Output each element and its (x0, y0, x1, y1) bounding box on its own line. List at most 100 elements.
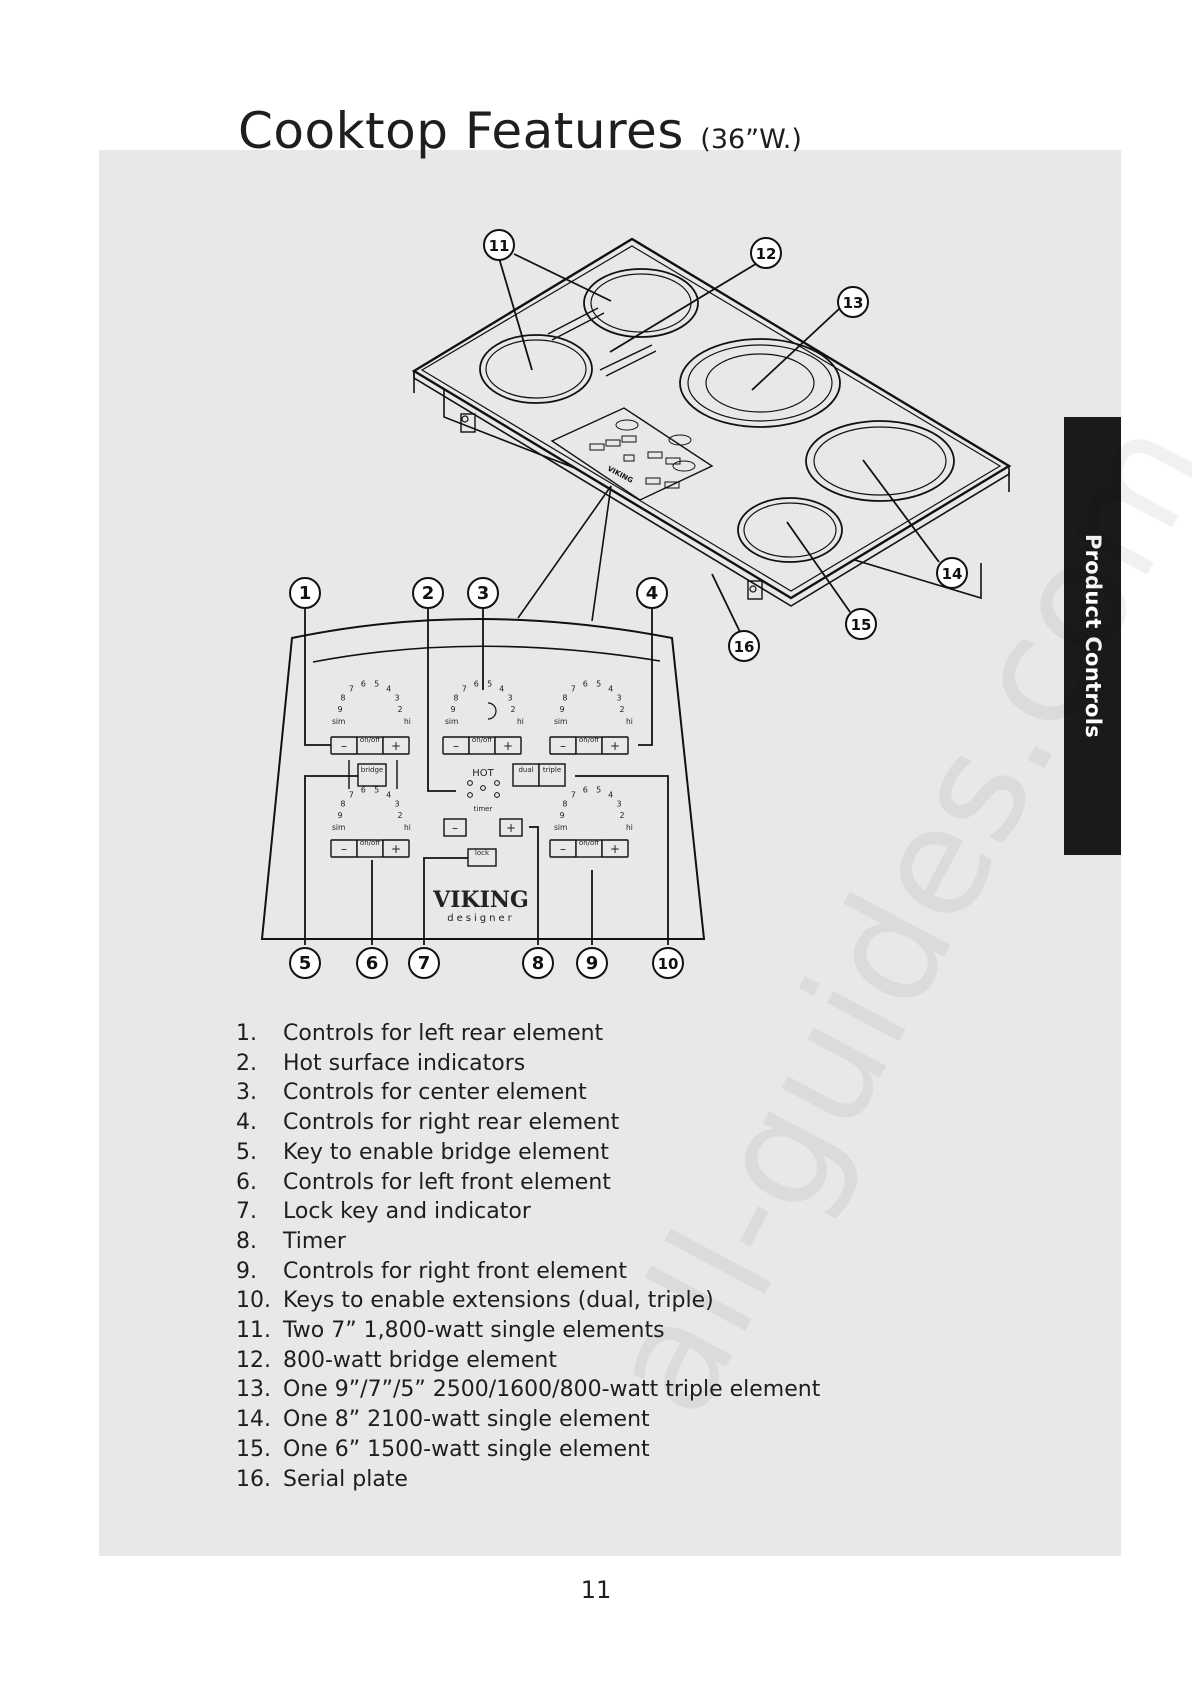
plus-key (494, 736, 522, 755)
legend-item-number: 4. (236, 1110, 257, 1136)
callout-number: 3 (477, 583, 490, 604)
dial-mark: 9 (559, 705, 564, 714)
plus-key-label: + (610, 739, 620, 753)
callout-15: 15 (845, 608, 877, 640)
legend-item-text: Hot surface indicators (283, 1050, 526, 1076)
title-main: Cooktop Features (238, 102, 684, 160)
callout-leaders (304, 253, 940, 945)
callout-4: 4 (636, 577, 668, 609)
dial-mark: 4 (608, 791, 613, 800)
dial-mark: 9 (450, 705, 455, 714)
callout-circle (483, 229, 515, 261)
legend-item: 6. Controls for left front element (236, 1168, 820, 1198)
legend-item-text: Serial plate (283, 1466, 408, 1492)
on-off-key-label: on/off (472, 736, 492, 744)
callout-circle (728, 630, 760, 662)
plus-key-label: + (391, 739, 401, 753)
timer-plus-label: + (506, 821, 516, 835)
dial-mark: 5 (374, 786, 379, 795)
callout-11: 11 (483, 229, 515, 261)
dial-mark: 8 (562, 800, 567, 809)
callout-circle (652, 947, 684, 979)
dial-sim-label: sim (445, 717, 458, 726)
minus-key-label: – (560, 739, 566, 753)
callout-16: 16 (728, 630, 760, 662)
dial-mark: 7 (349, 685, 354, 694)
callout-number: 15 (851, 616, 872, 634)
page-title: Cooktop Features (36”W.) (238, 96, 802, 175)
legend-item: 4.Controls for right rear element (236, 1108, 820, 1138)
legend-item: 2. Hot surface indicators (236, 1049, 820, 1079)
dial-mark: 5 (596, 786, 601, 795)
section-side-tab[interactable]: Product Controls (1064, 417, 1121, 855)
bridge-key-label: bridge (361, 766, 383, 774)
legend-item: 10.Keys to enable extensions (dual, trip… (236, 1286, 820, 1316)
legend-item-text: Controls for center element (283, 1080, 587, 1106)
hot-indicator-light (480, 785, 486, 791)
callout-number: 2 (422, 583, 435, 604)
callout-circle (837, 286, 869, 318)
legend-item: 9.Controls for right front element (236, 1257, 820, 1287)
callout-number: 5 (299, 953, 312, 974)
dial-mark: 5 (596, 680, 601, 689)
callout-circle (408, 947, 440, 979)
legend-item-number: 2. (236, 1050, 257, 1076)
brand-logo: VIKING (432, 887, 529, 913)
callout-circle (750, 237, 782, 269)
callout-14: 14 (936, 557, 968, 589)
callout-6: 6 (356, 947, 388, 979)
hot-indicator-light (494, 792, 500, 798)
dial-mark: 7 (462, 685, 467, 694)
plus-key-label: + (391, 842, 401, 856)
legend-item-number: 3. (236, 1080, 257, 1106)
legend-item: 7.Lock key and indicator (236, 1197, 820, 1227)
on-off-key-label: on/off (579, 839, 599, 847)
legend-item-text: Key to enable bridge element (283, 1139, 609, 1165)
plus-key (601, 736, 629, 755)
callout-5: 5 (289, 947, 321, 979)
minus-key-label: – (341, 739, 347, 753)
legend-item-number: 6. (236, 1169, 257, 1195)
legend-item: 12.800-watt bridge element (236, 1346, 820, 1376)
callout-8: 8 (522, 947, 554, 979)
callout-circle (356, 947, 388, 979)
dial-hi-label: hi (517, 717, 524, 726)
legend-item: 5.Key to enable bridge element (236, 1138, 820, 1168)
dial-mark: 6 (361, 680, 366, 689)
triple-key-label: triple (543, 766, 561, 774)
legend-item: 8.Timer (236, 1227, 820, 1257)
legend-item-number: 9. (236, 1258, 257, 1284)
callout-number: 6 (366, 953, 379, 974)
legend-item-text: Controls for left front element (283, 1169, 611, 1195)
dial-mark: 4 (386, 791, 391, 800)
callout-9: 9 (576, 947, 608, 979)
dial-mark: 4 (386, 685, 391, 694)
plus-key-label: + (610, 842, 620, 856)
timer-plus-key (499, 818, 523, 837)
legend-item-number: 8. (236, 1228, 257, 1254)
triple-key (538, 763, 566, 787)
callout-number: 12 (756, 245, 777, 263)
dial-mark: 8 (453, 694, 458, 703)
dial-mark: 9 (337, 811, 342, 820)
dial-mark: 9 (337, 705, 342, 714)
plus-key (601, 839, 629, 858)
dial-mark: 5 (487, 680, 492, 689)
legend-item: 16.Serial plate (236, 1465, 820, 1495)
legend-item-text: Lock key and indicator (283, 1199, 531, 1225)
dial-mark: 3 (616, 694, 621, 703)
callout-circle (522, 947, 554, 979)
callout-number: 10 (658, 955, 679, 973)
plus-key-label: + (503, 739, 513, 753)
legend-item-number: 13. (236, 1377, 271, 1403)
legend-item-number: 15. (236, 1436, 271, 1462)
dial-sim-label: sim (554, 823, 567, 832)
timer-label: timer (474, 805, 493, 813)
lock-key-label: lock (475, 849, 490, 857)
callout-12: 12 (750, 237, 782, 269)
callout-number: 13 (843, 294, 864, 312)
dial-hi-label: hi (626, 823, 633, 832)
